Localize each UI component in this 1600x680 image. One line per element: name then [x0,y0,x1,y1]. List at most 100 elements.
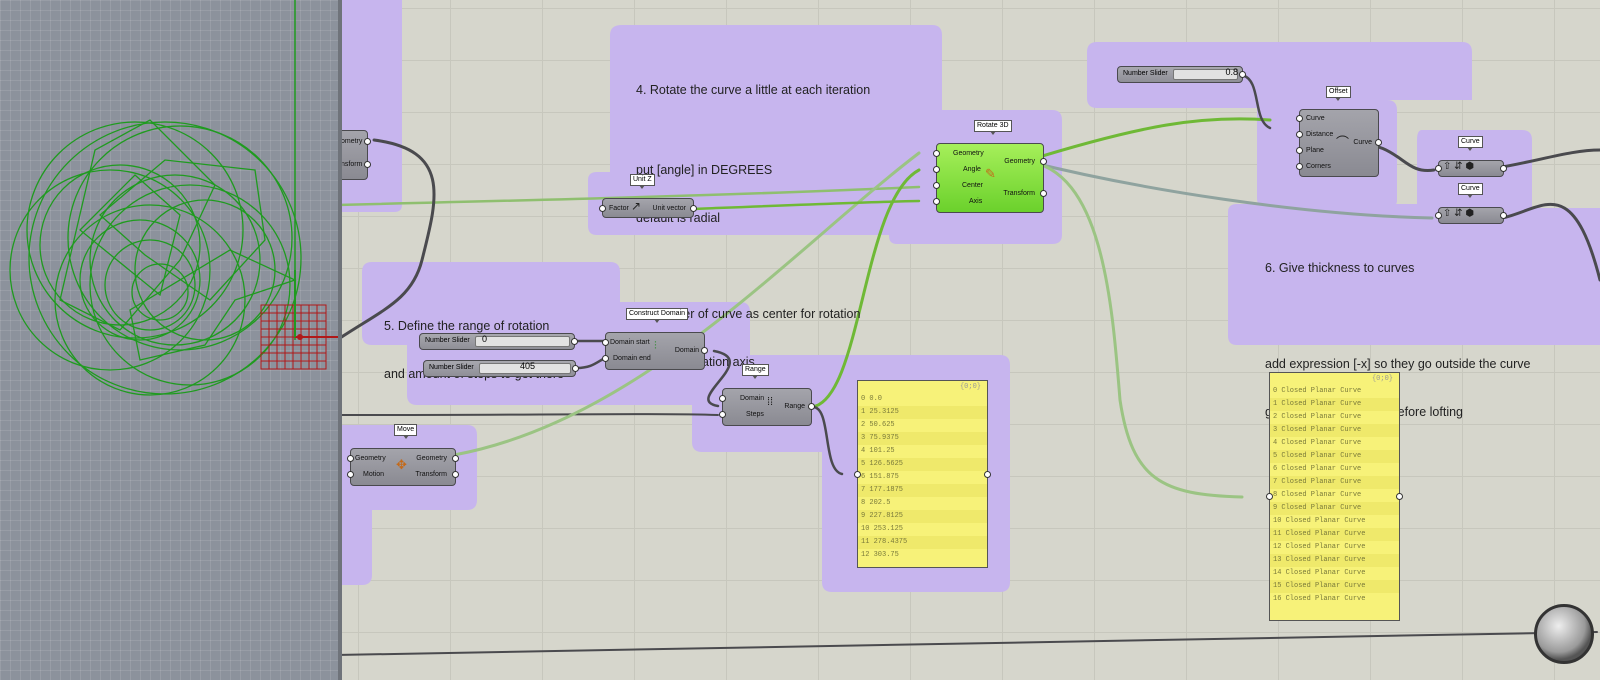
panel-row: 10 253.125 [861,525,904,533]
rotate-icon: ✎ [985,166,996,181]
panel-row: 7 Closed Planar Curve [1270,476,1399,489]
input-port[interactable] [347,471,354,478]
vector-z-icon: ↗ [631,199,642,213]
input-port[interactable] [1296,115,1303,122]
input-port[interactable] [1296,131,1303,138]
panel-row: 5 126.5625 [858,458,987,471]
group-thickness [1228,130,1600,345]
slider-track[interactable] [1173,69,1238,80]
output-port[interactable] [701,347,708,354]
panel-row: 16 Closed Planar Curve [1273,595,1366,603]
input-port[interactable] [933,182,940,189]
panel-rows: 0 Closed Planar Curve 1 Closed Planar Cur… [1270,385,1399,606]
viewport-separator[interactable] [338,0,342,680]
output-port[interactable] [364,161,371,168]
input-port[interactable] [347,455,354,462]
tag-curve-2: Curve [1458,183,1483,198]
output-port[interactable] [1500,212,1507,219]
input-port[interactable] [1435,165,1442,172]
input-port[interactable] [1435,212,1442,219]
comment-range: 5. Define the range of rotation and amou… [384,319,564,381]
output-port[interactable] [572,365,579,372]
output-port[interactable] [1239,71,1246,78]
grasshopper-canvas[interactable]: 4. Rotate the curve a little at each ite… [342,0,1600,680]
range-icon: ⁞⁞ [767,396,774,408]
distance-slider[interactable]: Number Slider 0.8 [1117,66,1246,83]
panel-row: 3 Closed Planar Curve [1270,424,1399,437]
input-port[interactable] [599,205,606,212]
panel-row: 9 227.8125 [858,510,987,523]
panel-row: 13 Closed Planar Curve [1270,554,1399,567]
output-port[interactable] [1040,190,1047,197]
domain-icon: ⫶ [654,340,657,352]
viewport-geometry [9,0,340,396]
curve-param-1[interactable]: ⇧ ⇵ ⬢ [1435,160,1507,177]
input-port[interactable] [719,411,726,418]
panel-row: 1 25.3125 [858,406,987,419]
input-port[interactable] [1266,493,1273,500]
output-port[interactable] [1040,158,1047,165]
panel-row: 0 Closed Planar Curve [1273,387,1362,395]
input-port[interactable] [854,471,861,478]
tag-range: Range [742,364,769,379]
panel-row: 4 Closed Planar Curve [1273,439,1362,447]
construct-domain-component[interactable]: Domain start Domain end ⫶ Domain [602,332,708,370]
output-port[interactable] [364,138,371,145]
input-port[interactable] [1296,163,1303,170]
panel-row: 4 101.25 [861,447,895,455]
domain-start-slider[interactable]: Number Slider 0 [419,333,578,350]
output-port[interactable] [808,403,815,410]
move-icon: ✥ [396,457,407,472]
panel-row: 3 75.9375 [858,432,987,445]
curve-param-2[interactable]: ⇧ ⇵ ⬢ [1435,207,1507,224]
input-port[interactable] [719,395,726,402]
unit-z-component[interactable]: Factor ↗ Unit vector [599,198,697,218]
input-port[interactable] [1296,147,1303,154]
rotate3d-component[interactable]: Geometry Angle Center Axis Geometry Tran… [933,143,1047,213]
move-component[interactable]: Geometry Motion ✥ Geometry Transform [347,448,459,486]
rhino-viewport[interactable] [0,0,340,680]
output-port[interactable] [1500,165,1507,172]
input-port[interactable] [933,166,940,173]
tag-curve-1: Curve [1458,136,1483,151]
panel-row: 11 278.4375 [858,536,987,549]
canvas-navigation-icon[interactable] [1534,604,1594,664]
tag-offset: Offset [1326,86,1351,101]
input-port[interactable] [602,355,609,362]
panel-row: 6 Closed Planar Curve [1273,465,1362,473]
panel-row: 12 Closed Planar Curve [1273,543,1366,551]
output-port[interactable] [690,205,697,212]
offset-component[interactable]: Curve Distance Plane Corners ⌒ Curve [1296,109,1382,177]
output-port[interactable] [571,338,578,345]
slider-track[interactable] [475,336,570,347]
panel-row: 2 Closed Planar Curve [1273,413,1362,421]
output-port[interactable] [452,471,459,478]
output-port[interactable] [1375,139,1382,146]
tag-construct-domain: Construct Domain [626,308,689,323]
domain-end-slider[interactable]: Number Slider 405 [423,360,579,377]
panel-row: 9 Closed Planar Curve [1270,502,1399,515]
group-top-left [342,0,402,212]
panel-row: 0 0.0 [861,395,883,403]
input-port[interactable] [933,198,940,205]
output-port[interactable] [984,471,991,478]
offset-icon: ⌒ [1336,135,1350,150]
panel-row: 8 Closed Planar Curve [1273,491,1362,499]
input-port[interactable] [933,150,940,157]
output-port[interactable] [1396,493,1403,500]
panel-row: 5 Closed Planar Curve [1270,450,1399,463]
range-component[interactable]: Domain Steps ⁞⁞ Range [719,388,815,426]
output-port[interactable] [452,455,459,462]
panel-row: 8 202.5 [861,499,891,507]
panel-row: 15 Closed Planar Curve [1270,580,1399,593]
panel-row: 12 303.75 [861,551,899,559]
slider-track[interactable] [479,363,571,374]
panel-row: 10 Closed Planar Curve [1273,517,1366,525]
component-partial-transform[interactable]: ometry nsform [342,130,371,180]
input-port[interactable] [602,339,609,346]
simplify-icon: ⇧ ⇵ ⬢ [1443,208,1475,219]
panel-row: 1 Closed Planar Curve [1270,398,1399,411]
